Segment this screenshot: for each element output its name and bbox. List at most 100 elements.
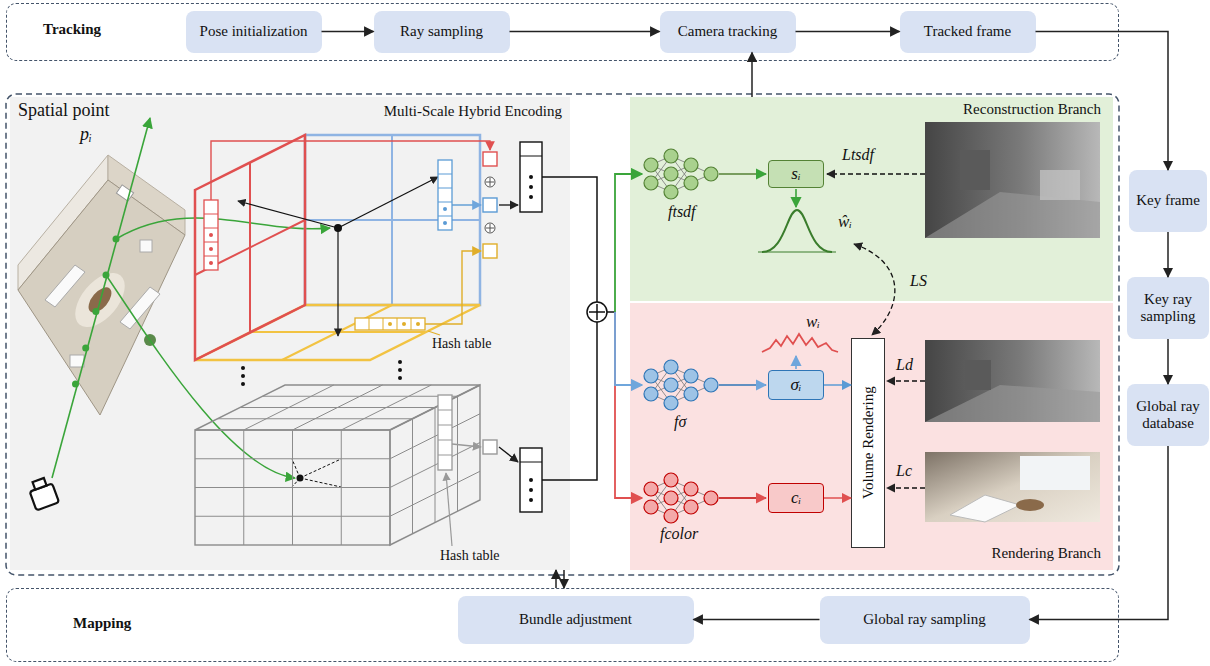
- triplane-figure: [490, 178, 491, 186]
- triplane-figure: [338, 177, 438, 228]
- mlp-icon: [719, 173, 766, 175]
- rendering-figure: [887, 487, 925, 488]
- mlp-icon: [684, 369, 698, 383]
- mlp-icon: [644, 158, 658, 172]
- mlp-icon: [644, 387, 658, 401]
- box-label: Ray sampling: [400, 23, 483, 40]
- flow-arrow: [1030, 446, 1169, 620]
- flow-arrow: [1036, 32, 1169, 171]
- flow-arrow: [751, 53, 753, 98]
- reconstruction-figure: [758, 252, 836, 253]
- concat-wires: [587, 302, 607, 322]
- mlp-icon: [664, 149, 678, 163]
- triplane-figure: [209, 233, 213, 237]
- triplane-figure: [428, 331, 440, 335]
- panel-heading: Rendering Branch: [991, 545, 1101, 562]
- mlp-icon: [719, 497, 766, 499]
- grid-feature-vectors: [438, 395, 542, 546]
- grid-feature-vectors: [438, 395, 452, 470]
- triplane-figure: [529, 195, 533, 199]
- concat-wires: [615, 312, 642, 498]
- mlp-icon: [664, 509, 678, 523]
- output-box: sᵢ: [768, 160, 824, 188]
- network-label: fcolor: [660, 525, 698, 543]
- triplane-figure: [438, 202, 452, 203]
- triplane-figure: [334, 224, 342, 232]
- triplane-figure: [520, 142, 542, 212]
- module-frame: [6, 94, 1119, 575]
- render-box: Volume Rendering: [851, 338, 885, 548]
- ellipsis-dots: [398, 368, 402, 372]
- triplane-figure: [438, 216, 452, 217]
- reconstruction-figure: [1040, 170, 1080, 200]
- room-illustration: [120, 287, 160, 329]
- panel-heading: Reconstruction Branch: [963, 101, 1101, 118]
- ellipsis-dots: [398, 376, 402, 380]
- flow-arrow: [563, 570, 565, 588]
- concat-wires: [542, 322, 597, 480]
- camera-ray: [116, 218, 330, 239]
- triplane-figure: [438, 188, 452, 189]
- grid-figure: [390, 385, 480, 545]
- output-box: σᵢ: [768, 370, 824, 400]
- reconstruction-figure: [762, 210, 832, 252]
- grid-figure: [390, 443, 480, 488]
- concat-wires: [615, 312, 642, 385]
- grid-feature-vectors: [529, 488, 533, 492]
- rendering-figure: [925, 385, 1100, 422]
- grid-figure: [457, 396, 458, 511]
- reconstruction-figure: [827, 173, 925, 174]
- mapping-panel: MappingBundle adjustmentGlobal ray sampl…: [6, 588, 1119, 662]
- triplane-figure: [402, 322, 406, 326]
- grid-feature-vectors: [529, 498, 533, 502]
- triplane-figure: [425, 251, 481, 324]
- mlp-icon: [664, 378, 678, 392]
- camera-ray: [33, 478, 47, 490]
- grid-feature-vectors: [446, 473, 452, 546]
- label-holder: fcolor: [660, 525, 698, 543]
- grid-feature-vectors: [452, 444, 481, 447]
- triplane-figure: [388, 322, 392, 326]
- process-box: Tracked frame: [900, 11, 1036, 53]
- triplane-figure: [383, 318, 384, 330]
- flow-arrow: [1167, 232, 1169, 277]
- box-label: Global ray database: [1131, 398, 1205, 433]
- process-box: Global ray sampling: [820, 596, 1030, 644]
- concat-wires: [615, 174, 642, 312]
- grid-figure: [341, 385, 431, 430]
- rendering-figure: [925, 340, 1100, 422]
- mlp-icon: [664, 396, 678, 410]
- process-box: Key ray sampling: [1127, 277, 1209, 339]
- triplane-figure: [443, 207, 447, 211]
- rendering-figure: [762, 334, 838, 352]
- rendering-figure: [1020, 456, 1090, 490]
- network-label: fσ: [674, 413, 686, 431]
- box-label: Volume Rendering: [859, 387, 876, 500]
- room-illustration: [140, 240, 152, 252]
- mlp-icon: [664, 473, 678, 487]
- mlp-icon: [644, 176, 658, 190]
- network-label: ftsdf: [668, 203, 696, 221]
- grid-figure: [195, 516, 390, 517]
- triplane-figure: [483, 152, 497, 166]
- part-label: Hash table: [440, 548, 499, 564]
- triplane-figure: [483, 244, 497, 258]
- reconstruction-figure: [758, 122, 1100, 335]
- box-label: Global ray sampling: [863, 611, 985, 628]
- triplane-figure: [204, 200, 218, 270]
- box-label: cᵢ: [791, 488, 801, 508]
- ellipsis-dots: [241, 374, 245, 378]
- mlp-icon: [704, 378, 718, 392]
- triplane-figure: [195, 135, 542, 360]
- ellipsis-dots: [241, 360, 402, 386]
- concat-wires: [607, 311, 615, 313]
- room-illustration: [45, 265, 85, 307]
- grid-feature-vectors: [438, 410, 452, 411]
- triplane-figure: [204, 214, 218, 215]
- mlp-icon: [644, 482, 658, 496]
- rendering-figure: [795, 356, 797, 369]
- loss-label: Ltsdf: [842, 146, 874, 164]
- grid-feature-vectors: [529, 478, 533, 482]
